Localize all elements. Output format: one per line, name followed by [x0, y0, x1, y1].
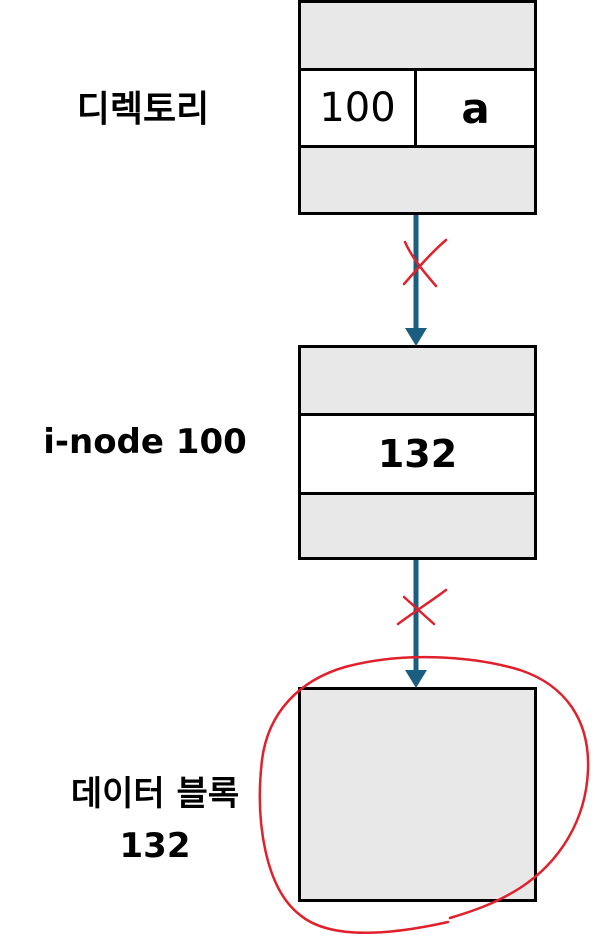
inode-pointer-row: 132: [301, 413, 534, 495]
broken-link-x-mark-2: [396, 588, 448, 626]
directory-entry-file-name: a: [461, 83, 490, 133]
directory-label: 디렉토리: [76, 89, 210, 130]
directory-entry-row: 100 a: [301, 68, 534, 148]
data-block-label: 데이터 블록 132: [40, 768, 270, 872]
directory-entry-inode-number: 100: [301, 71, 417, 145]
arrow-inode-to-data-block-head: [405, 670, 427, 688]
arrow-directory-to-inode-head: [405, 328, 427, 346]
inode-block-pointer: 132: [377, 432, 458, 476]
inode-label: i-node 100: [43, 422, 247, 462]
inode-block: 132: [298, 345, 537, 560]
data-block: [298, 687, 537, 902]
broken-link-x-mark-1: [402, 238, 448, 288]
data-block-highlight-circle: [258, 655, 590, 934]
data-block-label-line2: 132: [119, 826, 191, 866]
directory-block: 100 a: [298, 0, 537, 215]
data-block-label-line1: 데이터 블록: [70, 774, 240, 814]
